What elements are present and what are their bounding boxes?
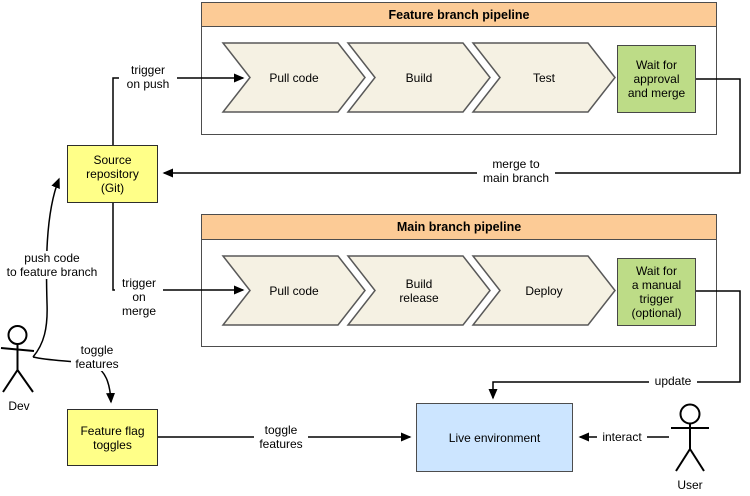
label-merge-to-main: merge to main branch — [477, 157, 555, 185]
dev-actor-label: Dev — [8, 399, 30, 413]
user-actor-label: User — [677, 478, 703, 492]
step-label-pull-code-feature: Pull code — [269, 70, 319, 85]
feature-flag-toggles-node: Feature flag toggles — [67, 409, 158, 466]
label-toggle-features-env: toggle features — [254, 423, 308, 451]
label-trigger-on-push: trigger on push — [119, 63, 177, 91]
step-label-pull-code-main: Pull code — [269, 283, 319, 298]
main-pipeline-header: Main branch pipeline — [202, 215, 716, 240]
step-label-build: Build — [405, 70, 433, 85]
step-label-deploy: Deploy — [525, 283, 563, 298]
step-label-build-release: Build release — [399, 276, 439, 305]
step-label-test: Test — [532, 70, 555, 85]
live-environment-node: Live environment — [416, 403, 573, 472]
dev-actor-figure — [0, 325, 35, 393]
source-repository-node: Source repository (Git) — [67, 145, 158, 203]
wait-approval-merge-node: Wait for approval and merge — [617, 45, 696, 113]
feature-pipeline-title: Feature branch pipeline — [388, 7, 530, 22]
user-actor-figure — [671, 403, 709, 472]
label-push-code: push code to feature branch — [2, 251, 102, 279]
feature-pipeline-header: Feature branch pipeline — [202, 3, 716, 27]
label-interact: interact — [597, 430, 647, 444]
label-update: update — [649, 374, 697, 388]
main-pipeline-title: Main branch pipeline — [396, 220, 522, 234]
label-trigger-on-merge: trigger on merge — [115, 276, 163, 318]
label-toggle-features-dev: toggle features — [71, 343, 123, 371]
wait-manual-trigger-node: Wait for a manual trigger (optional) — [617, 258, 696, 326]
